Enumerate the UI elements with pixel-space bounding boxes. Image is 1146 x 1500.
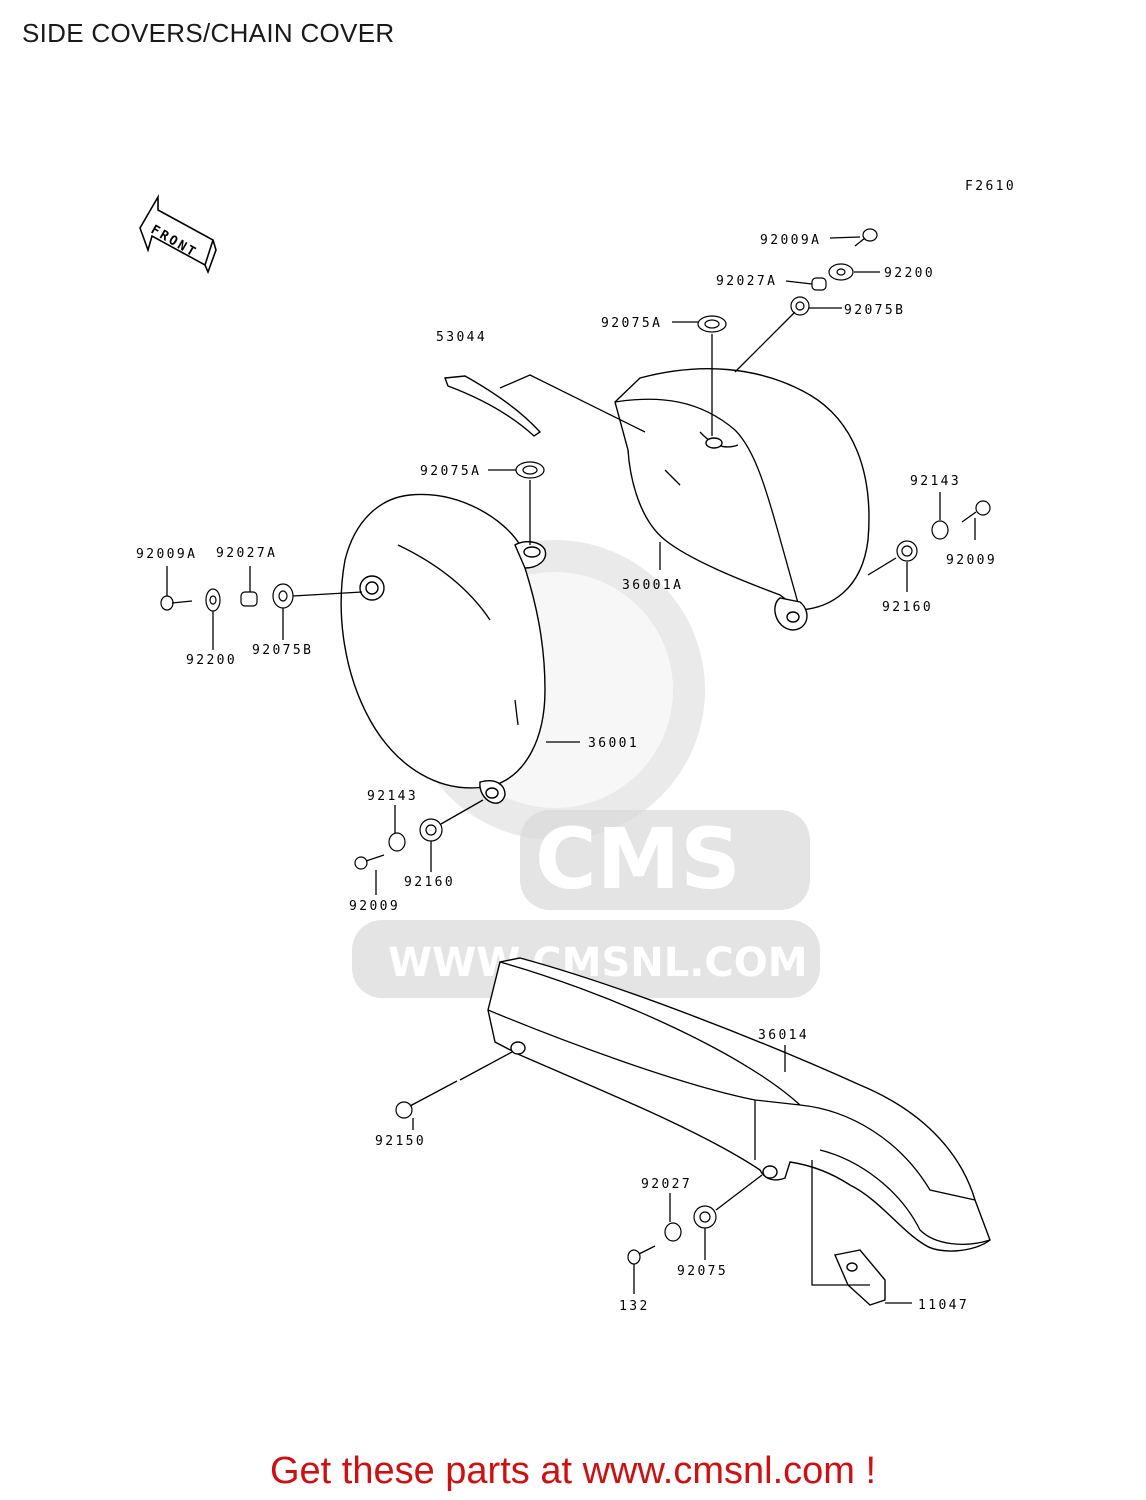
side-cover-left [340,493,547,804]
label-92027A-left: 92027A [216,546,277,561]
label-92009-left: 92009 [349,899,400,914]
label-92009A-top: 92009A [760,233,821,248]
label-92075B-top: 92075B [844,303,905,318]
footer-link[interactable]: Get these parts at www.cmsnl.com ! [269,1450,877,1492]
label-92009-right: 92009 [946,553,997,568]
label-132: 132 [619,1299,650,1314]
label-36014: 36014 [758,1028,809,1043]
label-53044: 53044 [436,330,487,345]
label-92150: 92150 [375,1134,426,1149]
chain-cover [487,957,991,1306]
label-92075A-mid: 92075A [420,464,481,479]
strap-53044 [444,375,542,437]
hardware-top [515,228,991,562]
page-title: SIDE COVERS/CHAIN COVER [22,18,395,48]
label-11047: 11047 [918,1298,969,1313]
hardware-left [160,583,443,870]
label-92075A-top: 92075A [601,316,662,331]
label-36001: 36001 [588,736,639,751]
label-36001A: 36001A [622,578,683,593]
figure-id: F2610 [965,179,1016,194]
watermark-brand: CMS [535,810,741,908]
label-92143-left: 92143 [367,789,418,804]
label-92200-top: 92200 [884,266,935,281]
label-92075B-left: 92075B [252,643,313,658]
leader-lines [166,236,976,1304]
label-92160-left: 92160 [404,875,455,890]
label-92027: 92027 [641,1177,692,1192]
label-92200-left: 92200 [186,653,237,668]
label-92075: 92075 [677,1264,728,1279]
label-92027A-top: 92027A [716,274,777,289]
side-cover-right [614,368,870,631]
front-arrow-icon: FRONT [139,194,217,275]
part-labels: 92009A 92200 92027A 92075A 92075B 53044 … [136,233,997,1314]
watermark-url: WWW.CMSNL.COM [388,940,808,986]
label-92160-right: 92160 [882,600,933,615]
label-92009A-left: 92009A [136,547,197,562]
label-92143-right: 92143 [910,474,961,489]
